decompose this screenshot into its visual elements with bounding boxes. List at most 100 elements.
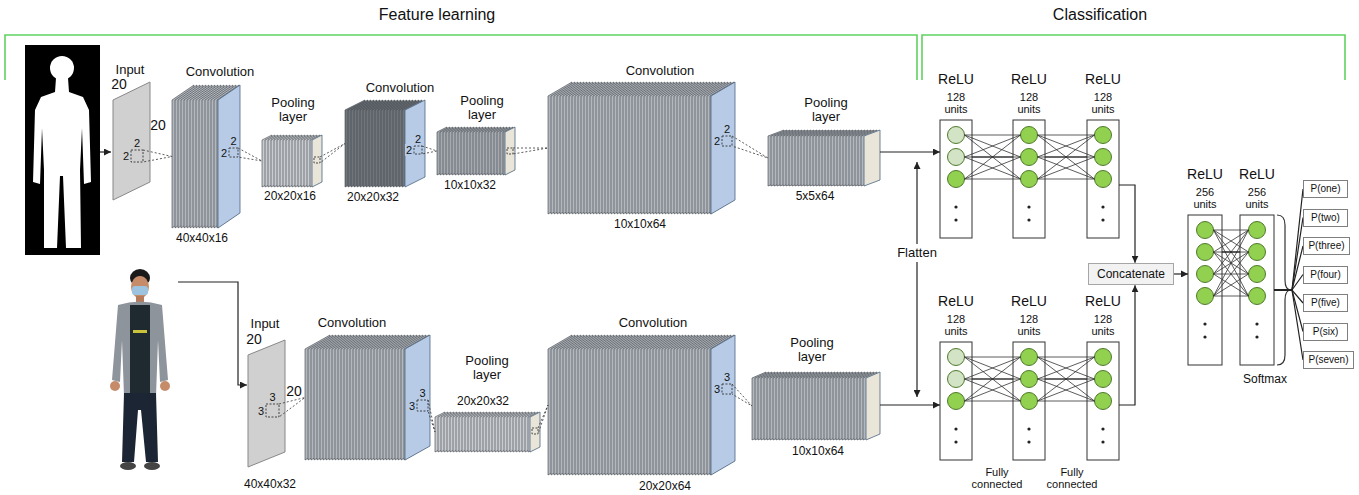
- pooling-layer-shape: [435, 412, 540, 452]
- dense-link: [965, 357, 1021, 379]
- feature-map-face: [218, 85, 240, 228]
- connector: [1274, 189, 1303, 290]
- activation-label: ReLU: [938, 72, 974, 87]
- neuron: [948, 149, 965, 166]
- kernel-window: [722, 136, 732, 146]
- dense-link: [1214, 230, 1249, 252]
- kernel-projection: [320, 144, 345, 164]
- dimension-label: 20x20x32: [457, 395, 509, 408]
- input-size: 20: [246, 332, 262, 347]
- layer-name: Pooling layer: [795, 96, 857, 125]
- dense-layer: ReLU128 units: [940, 120, 972, 238]
- dense-mesh: [965, 135, 1021, 179]
- neuron: [1095, 127, 1112, 144]
- ellipsis-dot: [1255, 322, 1258, 325]
- neuron: [1249, 288, 1266, 305]
- neuron: [1021, 349, 1038, 366]
- dense-layer: ReLU256 units: [1240, 215, 1274, 365]
- output-box: P(one): [1303, 180, 1348, 198]
- dense-link: [965, 379, 1021, 380]
- dense-link: [1038, 157, 1095, 158]
- ellipsis-dot: [954, 205, 957, 208]
- kernel-projection: [238, 148, 262, 161]
- feature-map-face: [864, 130, 880, 186]
- input-size: 20: [150, 118, 166, 133]
- kernel-projection: [538, 405, 548, 434]
- class-probability: P(one): [1308, 181, 1343, 197]
- class-probability: P(five): [1308, 295, 1343, 311]
- layer-note: Fully connected: [965, 466, 1029, 490]
- ellipsis-dot: [954, 218, 957, 221]
- dense-mesh: [1038, 357, 1095, 401]
- neuron: [1249, 266, 1266, 283]
- conv-layer-shape: [172, 85, 240, 228]
- feature-map-face: [711, 82, 735, 214]
- connector: [972, 378, 1013, 379]
- unit-count: 128 units: [938, 91, 974, 115]
- ellipsis-dot: [1027, 218, 1030, 221]
- unit-count: 256 units: [1187, 186, 1223, 210]
- dense-link: [1038, 135, 1095, 157]
- dense-link: [1214, 296, 1249, 297]
- dense-link: [1038, 357, 1095, 401]
- input-arrow: [100, 151, 111, 152]
- dense-link: [965, 157, 1021, 179]
- kernel-window: [417, 400, 428, 411]
- kernel-size: 3: [268, 391, 276, 403]
- ellipsis-dot: [1027, 440, 1030, 443]
- kernel-projection: [513, 148, 548, 154]
- kernel-size: 3: [408, 399, 416, 411]
- dense-link: [1038, 157, 1095, 179]
- pooling-layer-shape: [437, 127, 515, 175]
- layer-name: Pooling layer: [262, 96, 324, 125]
- pooling-layer: Pooling layer20x20x16: [262, 135, 322, 187]
- kernel-size: 3: [713, 383, 721, 395]
- dense-mesh: [965, 357, 1021, 401]
- dense-link: [1038, 157, 1095, 179]
- unit-count: 128 units: [938, 313, 974, 337]
- dense-link: [1038, 135, 1095, 157]
- neuron: [1197, 288, 1214, 305]
- dense-link: [965, 357, 1021, 401]
- dimension-label: 20x20x32: [347, 191, 399, 204]
- neuron: [1095, 349, 1112, 366]
- layer-name: Input: [251, 317, 280, 331]
- connector: [1274, 290, 1303, 360]
- neuron: [948, 349, 965, 366]
- kernel-size: 2: [405, 144, 413, 156]
- pooling-layer: Pooling layer5x5x64: [768, 130, 880, 186]
- kernel-projection: [732, 136, 768, 158]
- dense-link: [1038, 135, 1095, 179]
- conv-layer-shape: [548, 335, 735, 475]
- activation-label: ReLU: [1011, 294, 1047, 309]
- dense-link: [965, 135, 1021, 157]
- section-bracket: [5, 35, 917, 80]
- dense-layer: ReLU128 units: [940, 342, 972, 460]
- layer-shapes: [113, 82, 1274, 475]
- ellipsis-dot: [1101, 440, 1104, 443]
- dense-link: [1214, 230, 1249, 274]
- kernel-window: [722, 384, 732, 394]
- layer-name: Convolution: [318, 316, 387, 330]
- activation-label: ReLU: [1011, 72, 1047, 87]
- connector: [1045, 378, 1087, 379]
- layer-name: Convolution: [619, 316, 688, 330]
- neuron: [1021, 371, 1038, 388]
- dense-link: [965, 157, 1021, 158]
- feature-map-face: [405, 100, 425, 187]
- ellipsis-dot: [954, 440, 957, 443]
- section-heading: Classification: [1053, 6, 1147, 24]
- neuron: [948, 393, 965, 410]
- kernel-size: 2: [220, 146, 228, 158]
- ellipsis-dot: [1101, 205, 1104, 208]
- ellipsis-dot: [1101, 427, 1104, 430]
- output-box: P(three): [1303, 237, 1350, 255]
- class-probability: P(four): [1308, 267, 1343, 283]
- concatenate-box: Concatenate: [1088, 263, 1174, 285]
- dense-link: [965, 357, 1021, 401]
- ellipsis-dot: [1101, 218, 1104, 221]
- kernel-size: 2: [713, 135, 721, 147]
- kernel-window: [229, 148, 238, 157]
- feature-map-face: [866, 372, 880, 440]
